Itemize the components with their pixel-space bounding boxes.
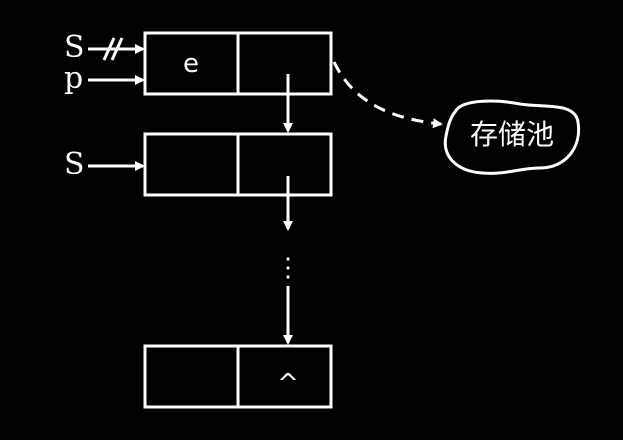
pointer-label-s-second: S	[64, 147, 85, 182]
pointer-label-s-top: S	[64, 30, 85, 65]
ellipsis: ⋮	[275, 253, 301, 283]
pointer-label-p: p	[64, 61, 83, 96]
node-2	[143, 132, 333, 197]
node-1-data: e	[183, 49, 199, 79]
node-1: e	[143, 31, 333, 96]
cancel-mark-icon	[102, 37, 124, 61]
node-3-next-null: ^	[277, 369, 299, 399]
dashed-arrow-to-pool	[332, 61, 443, 129]
node-3: ^	[143, 344, 333, 409]
storage-pool-label: 存储池	[470, 118, 554, 151]
storage-pool-blob	[443, 99, 581, 175]
